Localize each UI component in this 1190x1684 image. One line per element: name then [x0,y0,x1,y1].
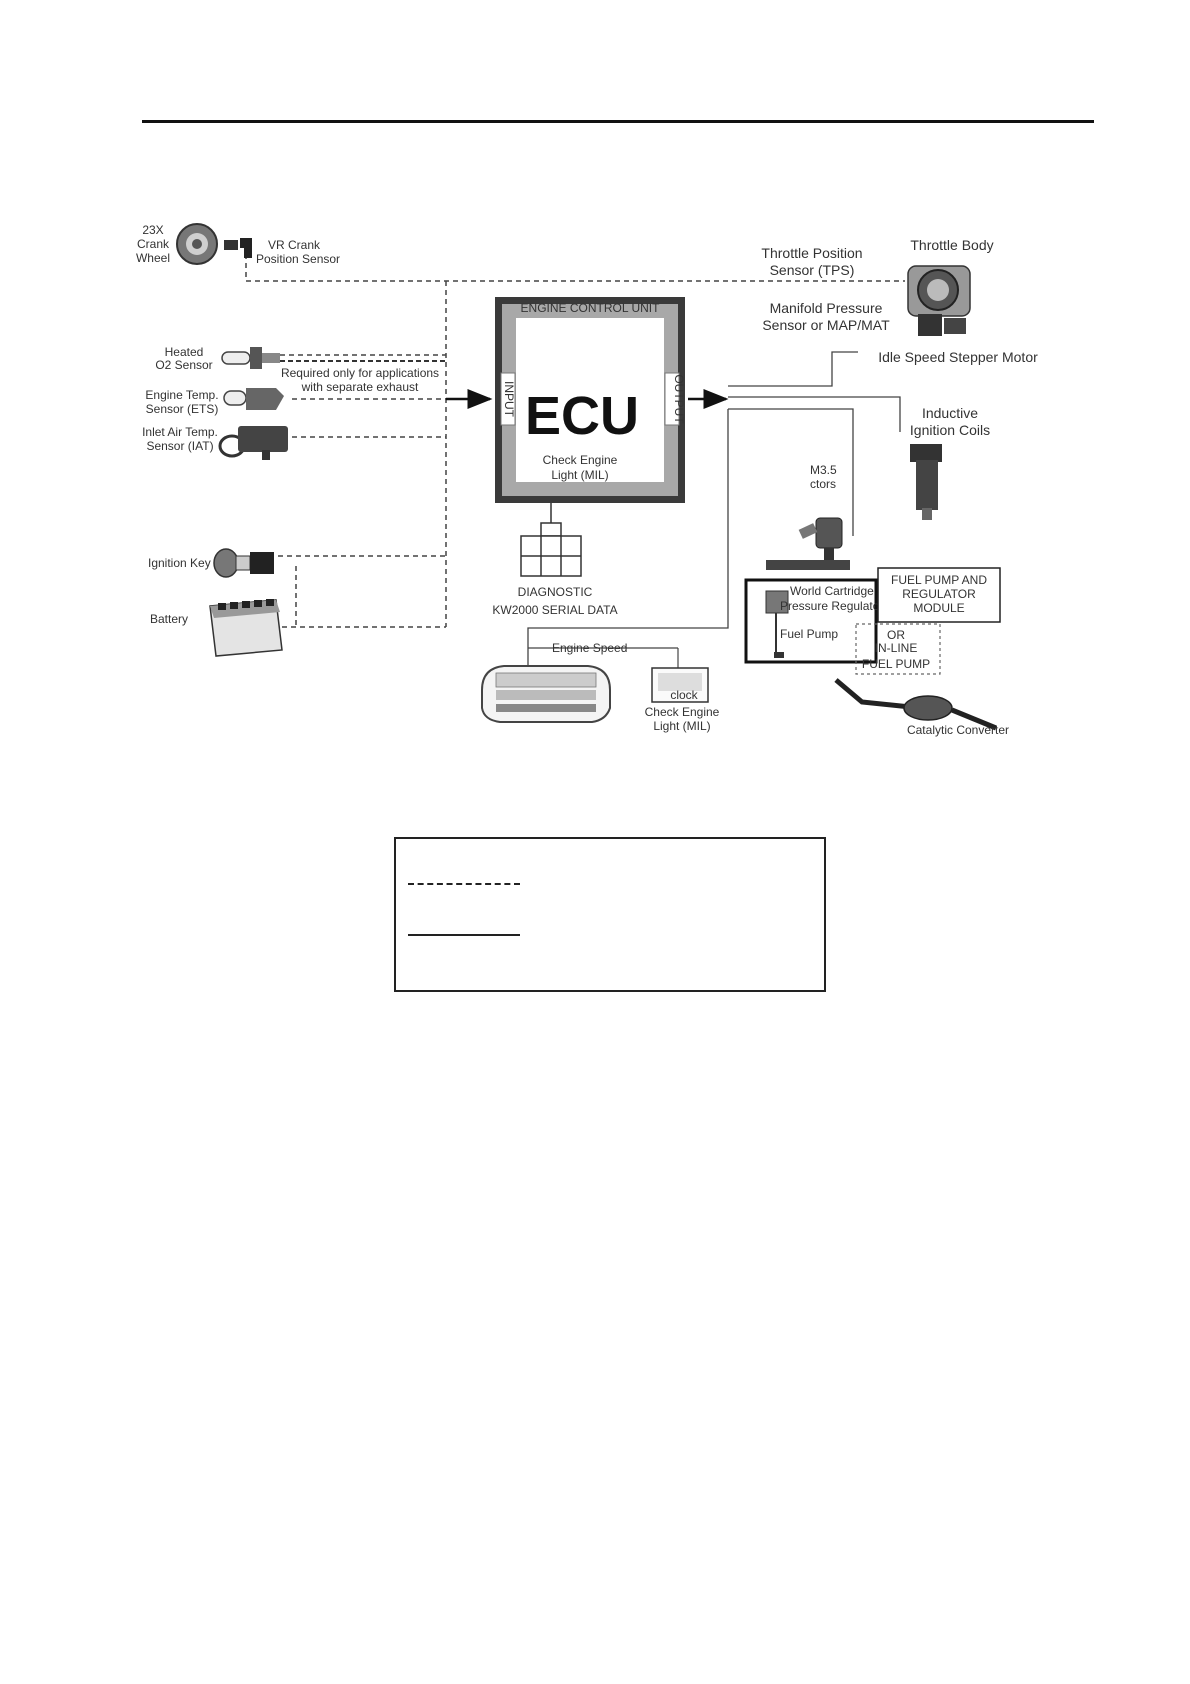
iat-label-1: Inlet Air Temp. [142,425,218,439]
idle-motor-label: Idle Speed Stepper Motor [878,349,1038,365]
ets-label-2: Sensor (ETS) [146,402,219,416]
ignition-coil-icon [910,444,942,520]
inline-pump-label-3: FUEL PUMP [862,657,930,671]
regulator-label-2: Pressure Regulator [780,599,883,613]
o2-sensor-icon [221,347,280,369]
o2-label-2: O2 Sensor [155,358,212,372]
clock-display-icon [651,667,709,703]
header-rule [142,120,1094,123]
instrument-cluster-icon [481,665,611,723]
clock-label: clock [670,688,698,702]
ecu-output-label: OUTPUT [672,374,686,424]
battery-label: Battery [150,612,188,626]
crank-wheel-label-3: Wheel [136,251,170,265]
map-label-2: Sensor or MAP/MAT [762,317,890,333]
throttle-body-icon [907,265,971,336]
ets-label-1: Engine Temp. [145,388,218,402]
inline-pump-label-2: IN-LINE [875,641,918,655]
engine-speed-label: Engine Speed [552,641,627,655]
ignition-key-icon [213,548,274,578]
fuel-pump-module-box [877,567,1001,623]
o2-note-1: Required only for applications [281,366,439,380]
tps-label-1: Throttle Position [761,245,862,261]
legend-dashed-line [408,883,520,885]
sensor-wiring [245,245,905,628]
vr-crank-label-2: Position Sensor [256,252,340,266]
ecu-unit [495,297,685,503]
diagnostic-label-1: DIAGNOSTIC [518,585,593,599]
diagnostic-label-2: KW2000 SERIAL DATA [492,603,617,617]
fuel-module-label-2: REGULATOR [902,587,976,601]
fuel-module-label-3: MODULE [913,601,964,615]
crank-wheel-label-1: 23X [142,223,163,237]
ecu-header-label: ENGINE CONTROL UNIT [521,301,661,315]
injectors-label-2: ctors [810,477,836,491]
ecu-mil-label-2: Light (MIL) [551,468,608,482]
o2-note-2: with separate exhaust [301,380,419,394]
ecu-title: ECU [525,386,639,446]
diagnostic-connector [520,503,582,577]
check-engine-display-label-1: Check Engine [645,705,720,719]
ecu-mil-label-1: Check Engine [543,453,618,467]
fuel-pump-label: Fuel Pump [780,627,838,641]
vr-crank-sensor-icon [224,238,252,258]
tps-label-2: Sensor (TPS) [770,262,855,278]
battery-icon [209,599,283,657]
line-legend [394,837,826,992]
ecu-input-label: INPUT [502,381,516,418]
inline-fuel-pump-box [855,623,941,675]
regulator-label-1: World Cartridge [790,584,874,598]
injectors-label-1: M3.5 [810,463,837,477]
ecu-system-diagram: ENGINE CONTROL UNIT ECU INPUT OUTPUT Che… [136,223,1038,737]
catalytic-converter-icon [834,678,997,731]
check-engine-display-label-2: Light (MIL) [653,719,710,733]
vr-crank-label-1: VR Crank [268,238,321,252]
crank-wheel-label-2: Crank [137,237,170,251]
fuel-system-box [744,560,878,664]
ets-sensor-icon [223,388,284,410]
fuel-module-label-1: FUEL PUMP AND [891,573,987,587]
ignition-key-label: Ignition Key [148,556,211,570]
iat-sensor-icon [218,426,288,460]
injector-icon [798,517,843,562]
map-label-1: Manifold Pressure [770,300,883,316]
o2-label-1: Heated [165,345,204,359]
inline-pump-label-1: OR [887,628,905,642]
crank-wheel-icon [176,223,218,265]
legend-solid-line [408,934,520,936]
catalytic-label: Catalytic Converter [907,723,1009,737]
coils-label-2: Ignition Coils [910,422,990,438]
throttle-body-label: Throttle Body [910,237,993,253]
coils-label-1: Inductive [922,405,978,421]
iat-label-2: Sensor (IAT) [146,439,213,453]
